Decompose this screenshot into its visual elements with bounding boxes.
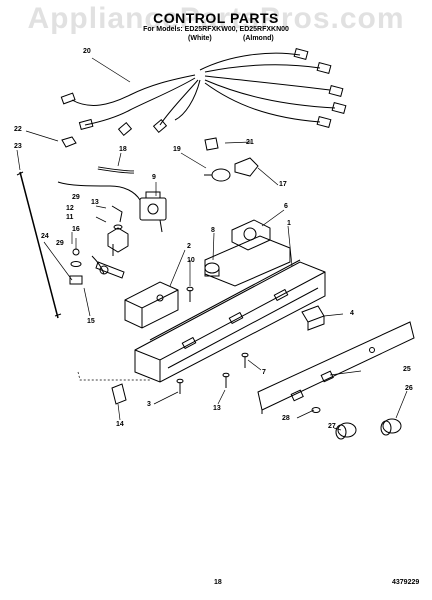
callout-11: 11 xyxy=(66,214,74,221)
fasteners-left xyxy=(107,205,129,256)
callout-22: 22 xyxy=(14,126,22,133)
diagram-title: CONTROL PARTS xyxy=(153,10,279,26)
callout-6: 6 xyxy=(284,203,288,210)
part-18-tube xyxy=(97,166,135,174)
fasteners-bottom xyxy=(111,286,249,405)
variant-white-label: (White) xyxy=(188,35,212,42)
callout-10: 10 xyxy=(187,257,195,264)
callout-7: 7 xyxy=(262,369,266,376)
part-9-thermostat xyxy=(57,181,167,233)
callout-4: 4 xyxy=(350,310,354,317)
callout-26: 26 xyxy=(405,385,413,392)
part-23-rod xyxy=(16,171,62,319)
parts-26-27-knobs xyxy=(311,407,402,440)
leader-lines xyxy=(16,57,408,431)
part-22-clip xyxy=(61,136,77,148)
callout-12: 12 xyxy=(66,205,74,212)
callout-21: 21 xyxy=(246,139,254,146)
part-6-control xyxy=(231,219,271,251)
wire-harness xyxy=(60,47,347,136)
callout-1: 1 xyxy=(287,220,291,227)
callout-17: 17 xyxy=(279,181,287,188)
callout-25: 25 xyxy=(403,366,411,373)
callout-27: 27 xyxy=(328,423,336,430)
part-4-switch xyxy=(301,305,325,331)
callout-19: 19 xyxy=(173,146,181,153)
lamp-parts xyxy=(204,137,259,182)
callout-23: 23 xyxy=(14,143,22,150)
callout-14: 14 xyxy=(116,421,124,428)
variant-almond-label: (Almond) xyxy=(243,35,274,42)
callout-3: 3 xyxy=(147,401,151,408)
callout-13-bottom: 13 xyxy=(213,405,221,412)
watermark: AppliancePartsPros.com xyxy=(27,2,405,35)
diagram-subtitle: For Models: ED25RFXKW00, ED25RFXKN00 xyxy=(143,26,289,33)
callout-16: 16 xyxy=(72,226,80,233)
callout-24: 24 xyxy=(41,233,49,240)
callout-9: 9 xyxy=(152,174,156,181)
part-8-bumper xyxy=(204,262,220,277)
callout-13-top: 13 xyxy=(91,199,99,206)
parts-16-24-29 xyxy=(69,248,125,285)
part-2-bracket xyxy=(124,281,179,329)
page-number: 18 xyxy=(214,579,222,586)
callout-29-top: 29 xyxy=(72,194,80,201)
callout-20: 20 xyxy=(83,48,91,55)
part-1-control-housing xyxy=(134,235,326,383)
part-25-panel xyxy=(257,321,415,414)
callout-15: 15 xyxy=(87,318,95,325)
callout-28: 28 xyxy=(282,415,290,422)
callout-18: 18 xyxy=(119,146,127,153)
callout-2: 2 xyxy=(187,243,191,250)
callout-29-bottom: 29 xyxy=(56,240,64,247)
document-number: 4379229 xyxy=(392,579,420,586)
callout-8: 8 xyxy=(211,227,215,234)
